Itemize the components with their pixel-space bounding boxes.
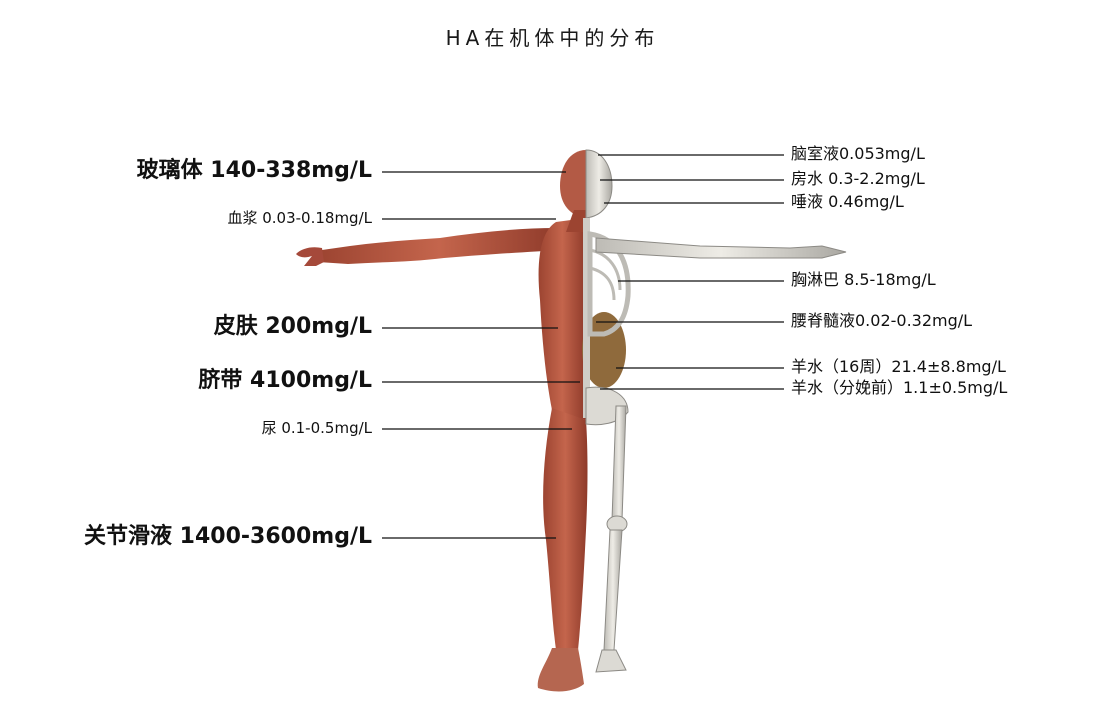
skeleton-side <box>583 150 846 672</box>
foot-bones <box>596 650 626 672</box>
right-label: 胸淋巴 8.5-18mg/L <box>791 272 936 288</box>
right-label: 唾液 0.46mg/L <box>791 194 904 210</box>
right-label: 房水 0.3-2.2mg/L <box>791 171 925 187</box>
right-label: 羊水（分娩前）1.1±0.5mg/L <box>791 380 1007 396</box>
right-label: 羊水（16周）21.4±8.8mg/L <box>791 359 1006 375</box>
left-label: 关节滑液 1400-3600mg/L <box>84 526 372 548</box>
femur-bone <box>612 406 626 520</box>
muscle-hand <box>296 247 324 266</box>
left-label: 玻璃体 140-338mg/L <box>137 160 372 182</box>
left-label: 尿 0.1-0.5mg/L <box>262 421 372 436</box>
muscle-head <box>560 150 586 218</box>
muscle-foot <box>538 648 584 691</box>
right-label: 脑室液0.053mg/L <box>791 146 925 162</box>
left-label: 脐带 4100mg/L <box>198 370 372 392</box>
left-label: 皮肤 200mg/L <box>214 316 372 338</box>
tibia-bone <box>604 530 622 650</box>
muscle-torso <box>539 218 586 420</box>
right-label: 腰脊髓液0.02-0.32mg/L <box>791 313 972 329</box>
muscle-arm <box>318 228 560 264</box>
skull <box>586 150 612 218</box>
arm-bone <box>596 238 846 258</box>
left-label: 血浆 0.03-0.18mg/L <box>227 211 372 226</box>
muscle-leg <box>543 408 587 650</box>
